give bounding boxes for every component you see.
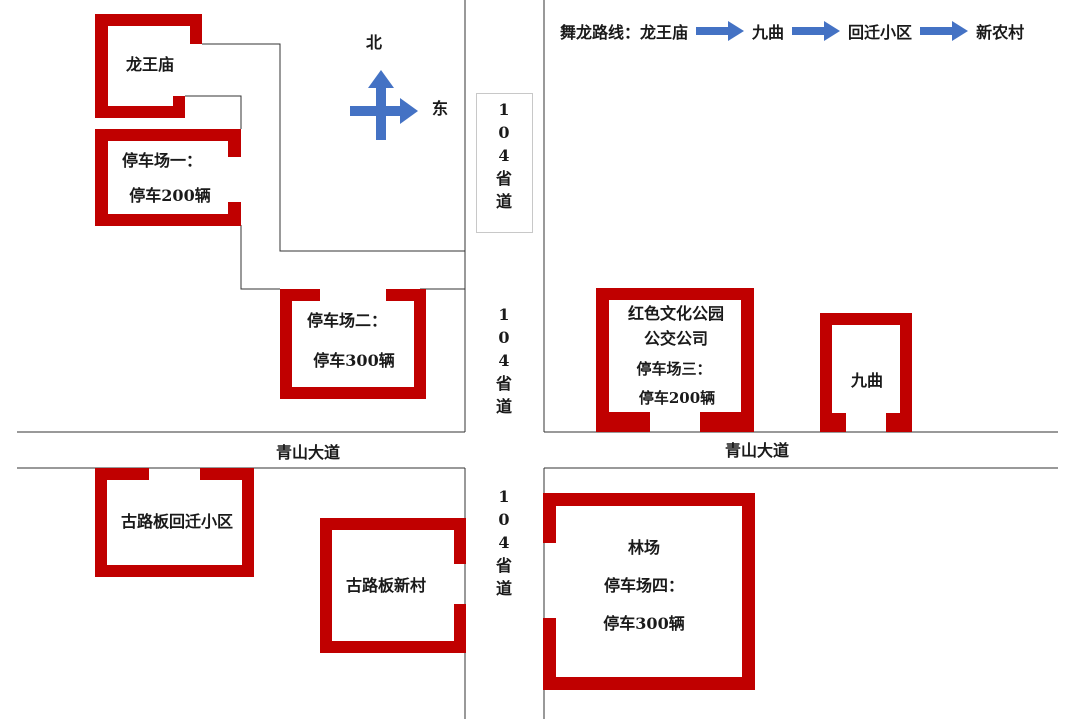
label-gulubanxincun: 古路板新村 — [345, 576, 427, 595]
highway-char: 道 — [495, 579, 512, 598]
highway-label-top: 1 0 4 省 道 — [494, 98, 514, 213]
label-jiuqu: 九曲 — [850, 371, 884, 390]
legend-arrow-icon — [920, 21, 969, 41]
label-gulubanhuiqian: 古路板回迁小区 — [120, 512, 234, 531]
highway-char: 道 — [495, 397, 512, 416]
label-parking3-name: 停车场三： — [636, 360, 712, 378]
label-parking1-name: 停车场一： — [121, 151, 203, 170]
highway-char: 省 — [495, 169, 512, 188]
route-legend: 舞龙路线： 龙王庙 九曲 回迁小区 新农村 — [560, 20, 1024, 42]
label-bus-company: 公交公司 — [643, 329, 709, 348]
label-parking2-name: 停车场二： — [306, 311, 388, 330]
label-linchang: 林场 — [627, 538, 661, 557]
highway-char: 1 — [498, 487, 510, 506]
compass-east-label: 东 — [432, 99, 449, 118]
highway-char: 0 — [498, 510, 510, 529]
highway-char: 1 — [498, 305, 510, 324]
building-parking2 — [280, 289, 426, 399]
label-parking4-capacity: 停车300辆 — [603, 614, 685, 633]
label-hongse-park: 红色文化公园 — [627, 304, 725, 323]
building-parking1 — [95, 129, 241, 226]
legend-title: 舞龙路线： — [560, 23, 641, 42]
highway-label-box — [476, 93, 533, 233]
highway-char: 1 — [498, 100, 510, 119]
building-parking3 — [596, 288, 754, 432]
legend-stop-4: 新农村 — [976, 23, 1025, 42]
building-gulubanxincun — [320, 518, 466, 653]
label-parking1-capacity: 停车200辆 — [129, 186, 211, 205]
label-parking3-capacity: 停车200辆 — [638, 389, 716, 407]
legend-arrow-icon — [792, 21, 841, 41]
legend-stop-3: 回迁小区 — [848, 23, 913, 42]
highway-char: 0 — [498, 123, 510, 142]
highway-char: 0 — [498, 328, 510, 347]
label-parking2-capacity: 停车300辆 — [313, 351, 395, 370]
building-longwangmiao — [95, 14, 202, 118]
highway-char: 4 — [498, 533, 510, 552]
label-parking4-name: 停车场四： — [603, 576, 685, 595]
highway-label-bottom: 1 0 4 省 道 — [494, 485, 514, 600]
compass-arrows-icon — [350, 70, 418, 140]
legend-stop-2: 九曲 — [752, 23, 785, 42]
highway-label-middle: 1 0 4 省 道 — [494, 303, 514, 418]
legend-stop-1: 龙王庙 — [640, 23, 689, 42]
highway-char: 省 — [495, 374, 512, 393]
highway-char: 省 — [495, 556, 512, 575]
highway-char: 道 — [495, 192, 512, 211]
road-name-right: 青山大道 — [724, 441, 790, 460]
building-jiuqu — [820, 313, 912, 432]
legend-arrow-icon — [696, 21, 745, 41]
building-gulubanhuiqian — [95, 468, 254, 577]
highway-char: 4 — [498, 146, 510, 165]
buildings — [95, 14, 912, 690]
building-linchang — [543, 493, 755, 690]
road-name-left: 青山大道 — [275, 443, 341, 462]
highway-char: 4 — [498, 351, 510, 370]
label-longwangmiao: 龙王庙 — [125, 55, 175, 74]
compass-north-label: 北 — [365, 33, 383, 52]
